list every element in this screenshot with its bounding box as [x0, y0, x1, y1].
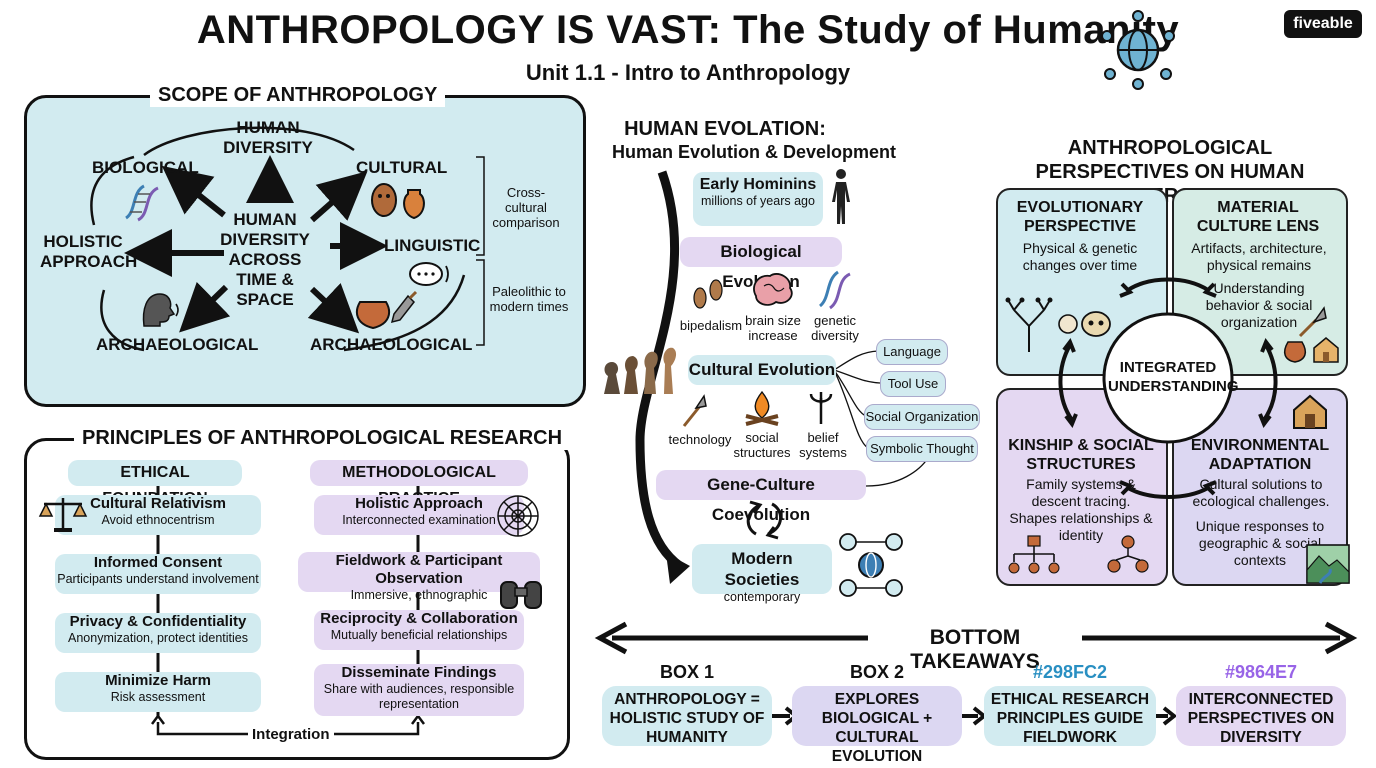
scope-biological-label: BIOLOGICAL [92, 158, 199, 177]
takeaway-label: BOX 1 [659, 662, 715, 682]
evolution-heading: HUMAN EVOLATION: [624, 118, 826, 140]
takeaway-label: BOX 2 [849, 662, 905, 682]
campfire-icon [745, 390, 779, 426]
trident-icon [809, 392, 833, 424]
material-title: MATERIAL CULTURE LENS [1196, 199, 1320, 235]
house-icon [1283, 337, 1339, 363]
human-figure-icon [832, 169, 850, 224]
takeaways-heading: BOTTOM TAKEAWAYS [910, 626, 1040, 673]
scope-panel [24, 95, 586, 407]
gene-culture-box: Gene-Culture Coevolution [656, 470, 866, 524]
brain-icon [753, 273, 793, 306]
branch-social-org: Social Organization [864, 404, 980, 430]
page-subtitle: Unit 1.1 - Intro to Anthropology [525, 60, 851, 85]
environmental-title: ENVIRONMENTAL ADAPTATION [1190, 437, 1330, 473]
spear-icon [682, 394, 707, 427]
branch-language: Language [876, 339, 948, 365]
scope-center: HUMAN DIVERSITY ACROSS TIME & SPACE [220, 210, 310, 309]
scope-note-cross: Cross-cultural comparison [492, 185, 560, 230]
scope-note-paleo: Paleolithic to modern times [489, 284, 569, 314]
cult-item: belief systems [799, 430, 847, 460]
takeaway-box: ETHICAL RESEARCH PRINCIPLES GUIDE FIELDW… [984, 686, 1156, 746]
bio-item: genetic diversity [811, 313, 859, 343]
scope-top-label: HUMAN DIVERSITY [223, 118, 313, 157]
integrated-center: INTEGRATED UNDERSTANDING [1108, 359, 1239, 395]
kinship-desc: Family systems & descent tracing. Shapes… [1009, 476, 1153, 543]
evolutionary-desc: Physical & genetic changes over time [1022, 240, 1138, 273]
environmental-desc2: Unique responses to geographic & social … [1195, 518, 1325, 568]
environmental-desc: Cultural solutions to ecological challen… [1192, 476, 1330, 509]
takeaway-box: EXPLORES BIOLOGICAL + CULTURAL EVOLUTION [792, 686, 962, 765]
web-icon [497, 495, 539, 537]
scope-arrows [90, 126, 485, 352]
head-speaking-icon [142, 293, 179, 327]
mask-vase-icon [371, 183, 425, 220]
integration-label: Integration [248, 726, 334, 743]
brand-logo: fiveable [1284, 10, 1362, 38]
branch-tool-use: Tool Use [880, 371, 946, 397]
evolution-subheading: Human Evolution & Development [611, 142, 897, 162]
network-globe-icon [839, 533, 903, 597]
scales-icon [38, 498, 88, 532]
page-title: ANTHROPOLOGY IS VAST: The Study of Human… [196, 8, 1180, 52]
takeaway-label: #298FC2 [1032, 662, 1108, 682]
material-desc: Artifacts, architecture, physical remain… [1191, 240, 1327, 273]
scope-linguistic-label: LINGUISTIC [384, 236, 481, 255]
kinship-title: KINSHIP & SOCIAL STRUCTURES [1008, 437, 1154, 473]
binoculars-icon [500, 581, 542, 609]
family-tree-icon [1008, 535, 1060, 574]
takeaway-box: INTERCONNECTED PERSPECTIVES ON DIVERSITY [1176, 686, 1346, 746]
house-icon [1293, 394, 1327, 429]
takeaway-box: ANTHROPOLOGY = HOLISTIC STUDY OF HUMANIT… [602, 686, 772, 746]
cult-item: social structures [733, 430, 791, 460]
scope-archaeological-left: ARCHAEOLOGICAL [96, 335, 259, 354]
bio-item: bipedalism [679, 318, 743, 333]
scope-holistic-label: HOLISTIC APPROACH [40, 232, 138, 271]
landscape-icon [1306, 544, 1350, 584]
footprints-icon [693, 279, 723, 309]
family-tree-icon [1107, 535, 1149, 573]
scope-heading: SCOPE OF ANTHROPOLOGY [150, 84, 446, 107]
skull-icon [1058, 311, 1111, 337]
branch-symbolic: Symbolic Thought [866, 436, 978, 462]
scope-archaeological-right: ARCHAEOLOGICAL [310, 335, 473, 354]
bio-item: brain size increase [745, 313, 801, 343]
pottery-trowel-icon [355, 290, 418, 330]
cultural-evolution-box: Cultural Evolution [688, 355, 836, 385]
speech-bubble-icon [409, 262, 449, 286]
dna-icon [125, 184, 159, 222]
tree-icon [1005, 297, 1053, 352]
scope-cultural-label: CULTURAL [356, 158, 448, 177]
takeaway-label: #9864E7 [1224, 662, 1298, 682]
globe-people-icon [1101, 10, 1175, 90]
evolution-march-icon [604, 347, 677, 394]
principles-heading: PRINCIPLES OF ANTHROPOLOGICAL RESEARCH [74, 427, 571, 450]
dna-icon [818, 270, 851, 310]
material-desc2: Understanding behavior & social organiza… [1205, 280, 1313, 330]
cult-item: technology [668, 432, 732, 447]
pottery-trowel-icon [1298, 306, 1327, 338]
evolutionary-title: EVOLUTIONARY PERSPECTIVE [1016, 199, 1144, 235]
